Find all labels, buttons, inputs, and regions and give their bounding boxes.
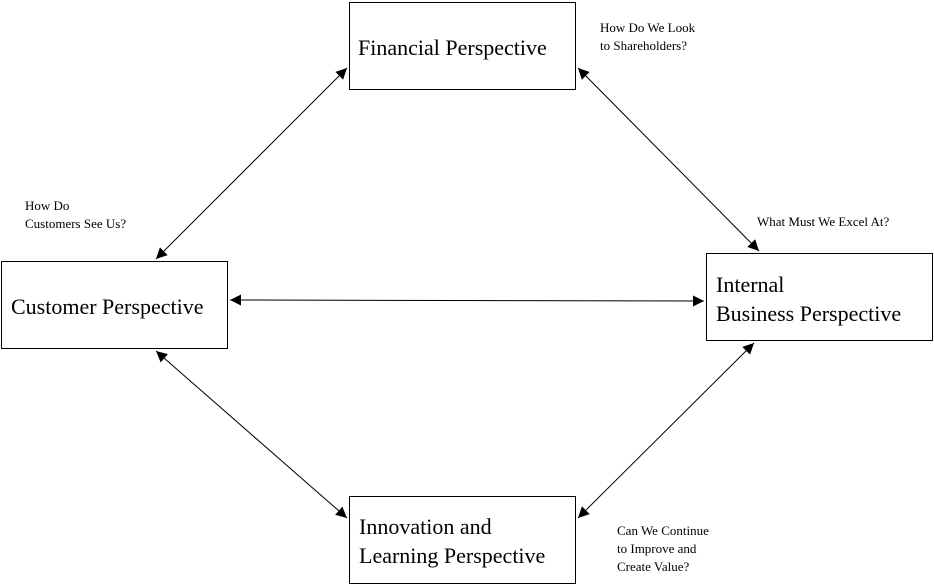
arrow-customer-financial bbox=[155, 67, 348, 260]
improve-question-line-1: Can We Continue bbox=[617, 523, 709, 538]
customers-question: How Do Customers See Us? bbox=[25, 197, 126, 233]
financial-perspective-label: Financial Perspective bbox=[358, 35, 547, 60]
internal-business-label-line-2: Business Perspective bbox=[716, 301, 902, 326]
arrow-financial-internal bbox=[577, 67, 760, 252]
financial-perspective-box: Financial Perspective bbox=[349, 2, 576, 90]
arrow-customer-innovation bbox=[155, 350, 348, 519]
arrow-innovation-internal bbox=[577, 342, 755, 519]
internal-business-perspective-box: Internal Business Perspective bbox=[706, 253, 933, 341]
improve-question-line-2: to Improve and bbox=[617, 541, 697, 556]
innovation-learning-label-line-1: Innovation and bbox=[359, 514, 492, 539]
arrow-customer-internal bbox=[229, 294, 705, 307]
internal-business-label-line-1: Internal bbox=[716, 272, 785, 297]
excel-question-line-1: What Must We Excel At? bbox=[757, 214, 890, 229]
excel-question: What Must We Excel At? bbox=[757, 213, 889, 231]
shareholders-question: How Do We Look to Shareholders? bbox=[600, 19, 695, 55]
customers-question-line-2: Customers See Us? bbox=[25, 216, 127, 231]
innovation-learning-label-line-2: Learning Perspective bbox=[359, 543, 546, 568]
improve-question-line-3: Create Value? bbox=[617, 559, 690, 574]
shareholders-question-line-1: How Do We Look bbox=[600, 20, 696, 35]
customers-question-line-1: How Do bbox=[25, 198, 70, 213]
shareholders-question-line-2: to Shareholders? bbox=[600, 38, 688, 53]
customer-perspective-label: Customer Perspective bbox=[11, 294, 204, 319]
improve-question: Can We Continue to Improve and Create Va… bbox=[617, 522, 709, 576]
innovation-learning-perspective-box: Innovation and Learning Perspective bbox=[349, 496, 576, 584]
customer-perspective-box: Customer Perspective bbox=[1, 261, 228, 349]
